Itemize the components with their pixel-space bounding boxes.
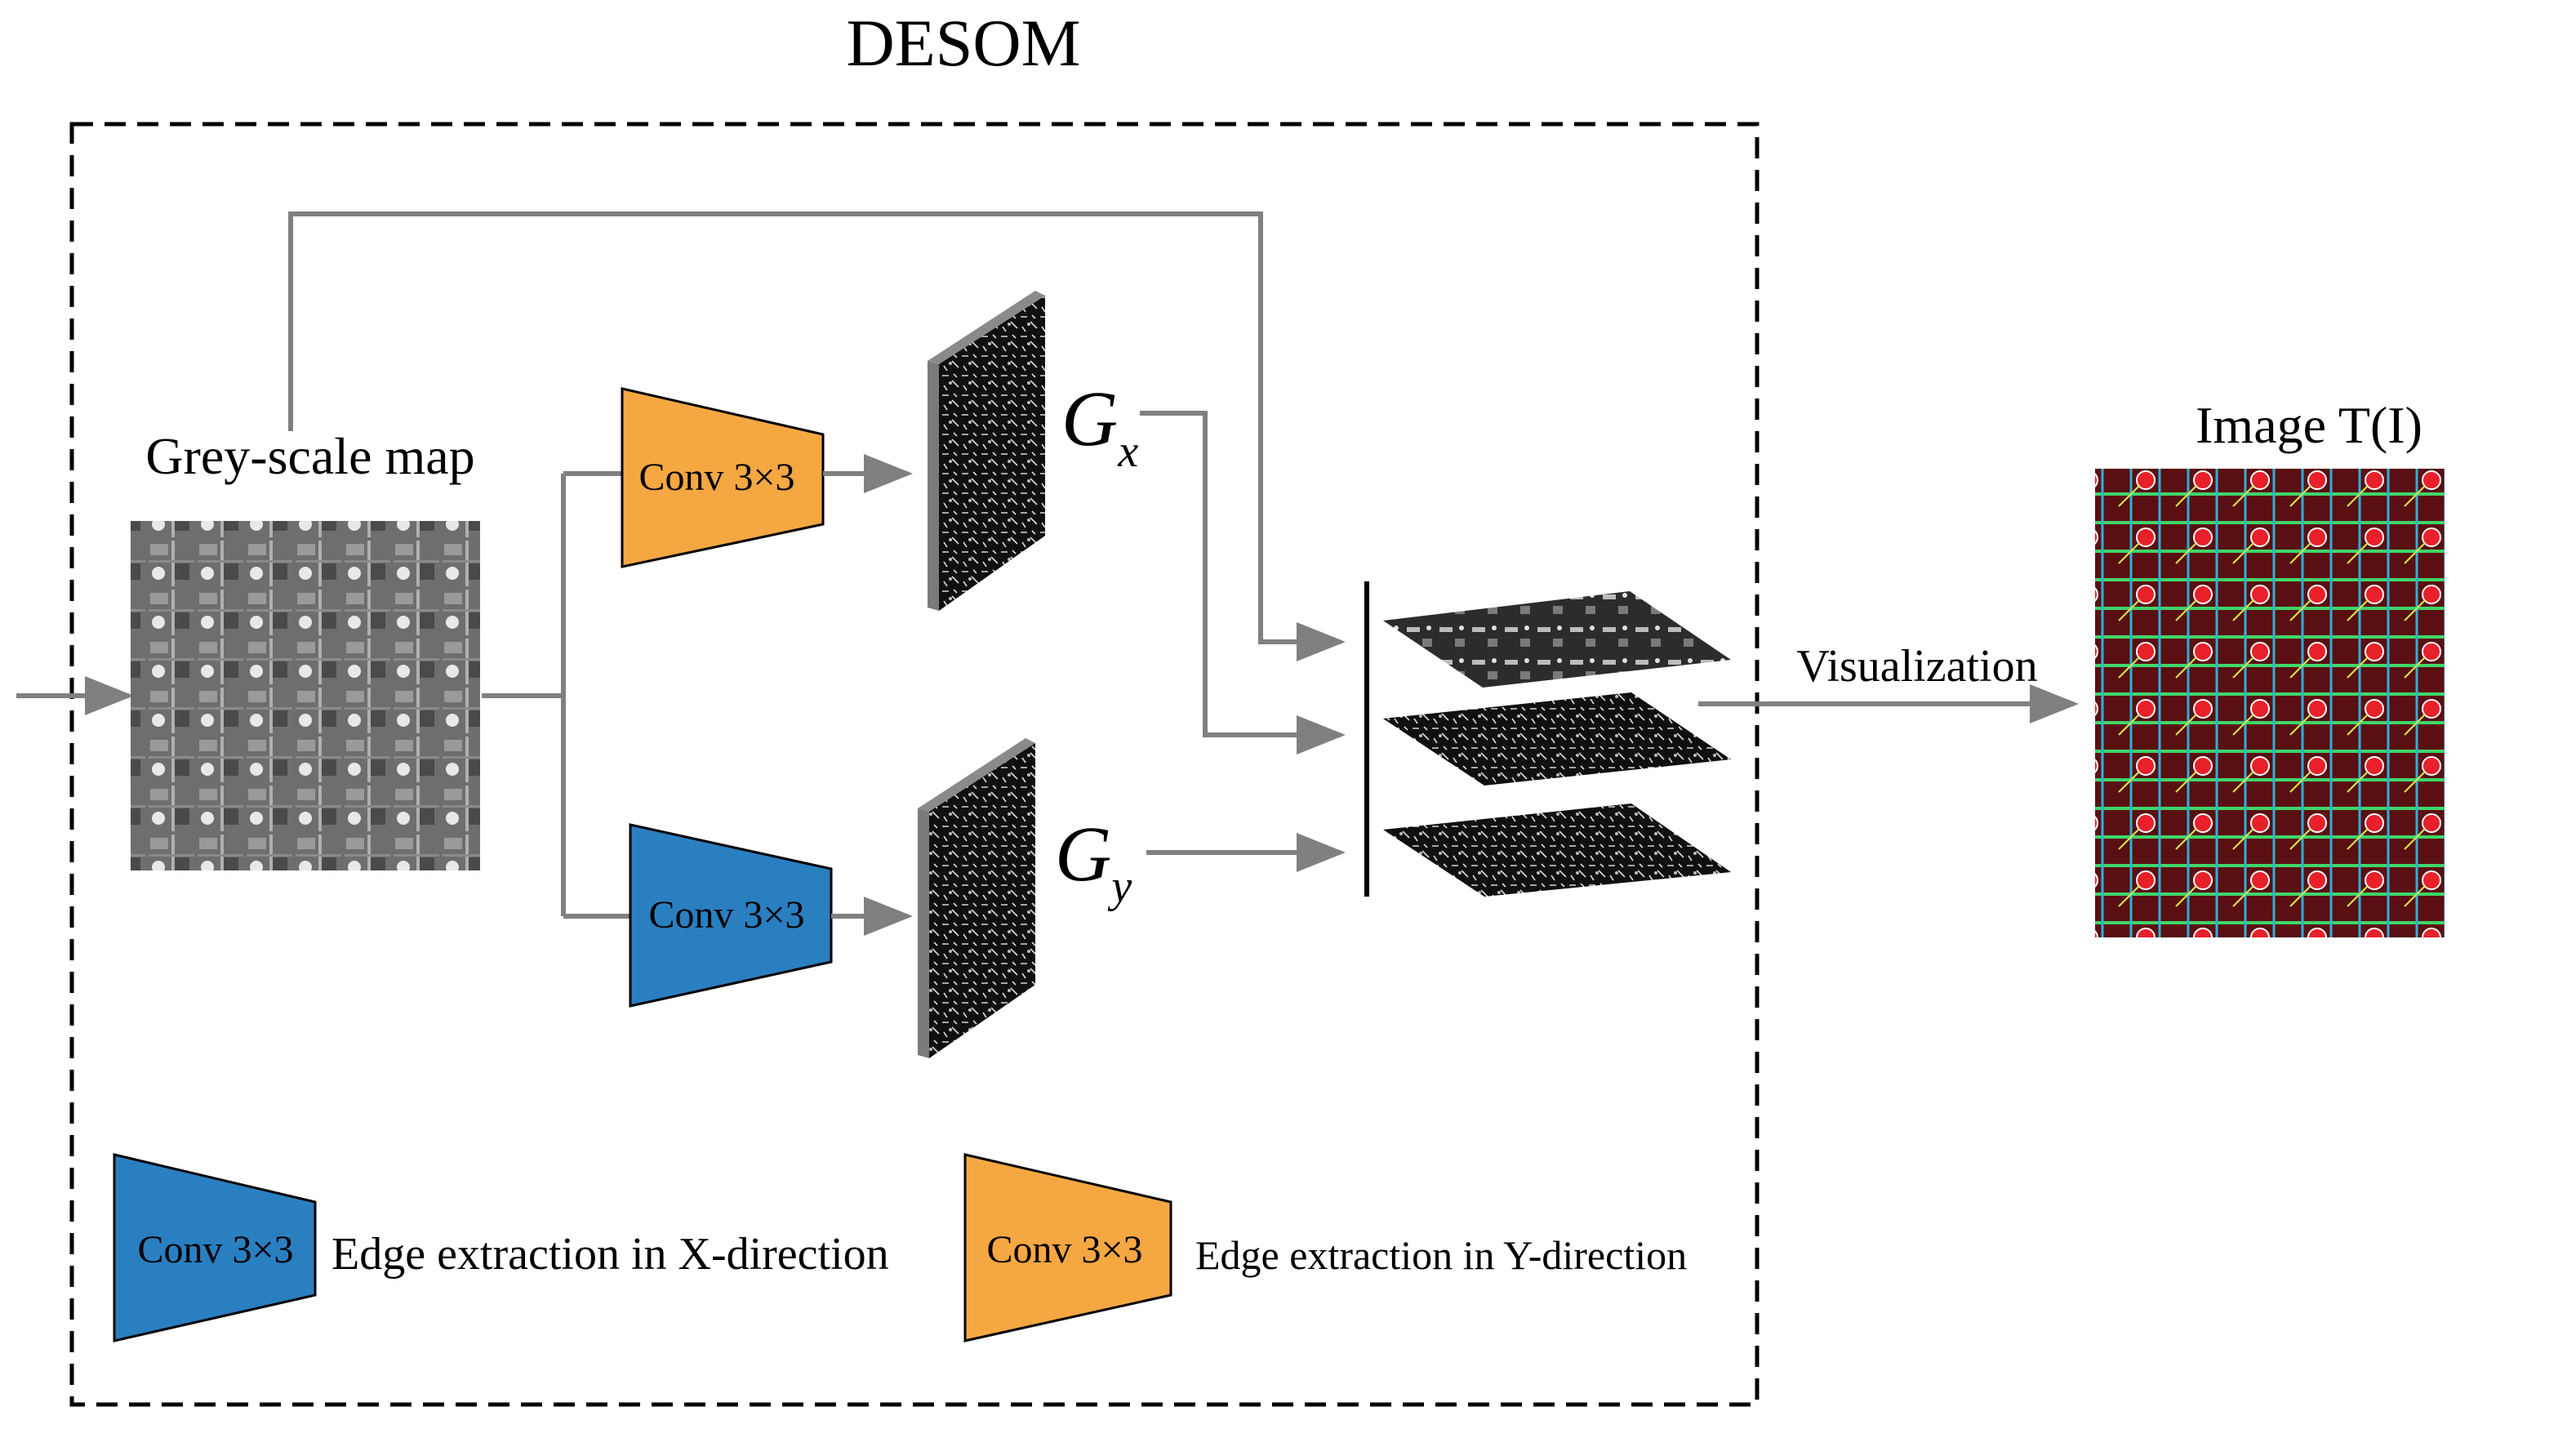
stack-layer-gy xyxy=(1383,804,1731,897)
gy-label: Gy xyxy=(1055,810,1132,912)
legend-blue-description: Edge extraction in X-direction xyxy=(331,1229,889,1280)
gx-label: Gx xyxy=(1061,375,1138,477)
output-image-t-of-i xyxy=(2095,469,2445,937)
gx-edge-map-image xyxy=(939,296,1045,611)
legend-blue-conv-label: Conv 3×3 xyxy=(137,1228,293,1271)
desom-frame xyxy=(69,122,1760,1407)
gy-map-edge-top xyxy=(918,738,1035,812)
conv-top-block xyxy=(621,387,825,568)
legend-blue-conv-block xyxy=(113,1153,317,1342)
visualization-label: Visualization xyxy=(1796,641,2037,692)
grey-scale-map-label: Grey-scale map xyxy=(145,427,474,485)
gy-map-edge-side xyxy=(918,808,929,1058)
legend-orange-description: Edge extraction in Y-direction xyxy=(1195,1232,1687,1278)
conv-bottom-label: Conv 3×3 xyxy=(648,893,804,937)
grey-scale-map-image xyxy=(131,521,480,870)
stack-layer-gx xyxy=(1383,692,1731,786)
legend-orange-conv-label: Conv 3×3 xyxy=(986,1228,1142,1271)
conv-top-label: Conv 3×3 xyxy=(638,456,794,499)
legend-orange-conv-block xyxy=(963,1153,1172,1342)
gx-map-edge-side xyxy=(928,361,939,611)
gy-edge-map-image xyxy=(929,743,1035,1058)
diagram-title: DESOM xyxy=(846,6,1080,80)
stack-layer-grey xyxy=(1383,591,1731,688)
gx-to-stack-arrow xyxy=(1140,411,1346,755)
output-image-label: Image T(I) xyxy=(2196,396,2423,454)
gx-map-edge-top xyxy=(928,291,1045,364)
skip-connection-arrow xyxy=(288,211,1346,661)
conv-bottom-block xyxy=(629,823,833,1008)
